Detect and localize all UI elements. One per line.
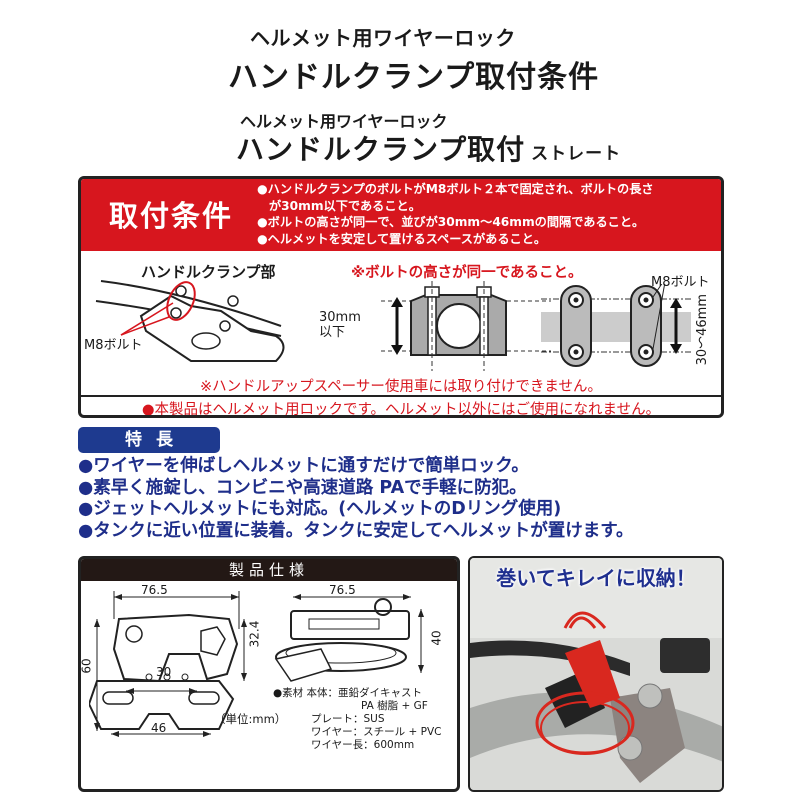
features-list: ●ワイヤーを伸ばしヘルメットに通すだけで簡単ロック。 ●素早く施錠し、コンビニや… <box>78 456 634 542</box>
photo-illustration <box>470 558 722 790</box>
subtitle-product: ヘルメット用ワイヤーロック <box>250 26 516 50</box>
conditions-header: 取付条件 ●ハンドルクランプのボルトがM8ボルト２本で固定され、ボルトの長さ が… <box>81 179 721 251</box>
title-mount-conditions: ハンドルクランプ取付条件 <box>228 60 600 95</box>
clamp-illustration <box>95 280 285 362</box>
m8-bolt-label-right: M8ボルト <box>651 275 710 290</box>
body-value-1: 亜鉛ダイキャスト <box>338 687 423 699</box>
divider <box>81 395 721 397</box>
material-spec: ●素材 本体：亜鉛ダイキャスト PA 樹脂 + GF プレート：SUS ワイヤー… <box>273 687 442 752</box>
clamp-section-label: ハンドルクランプ部 <box>141 263 276 281</box>
title-mount-straight: ハンドルクランプ取付ストレート <box>236 128 621 168</box>
title-main: ハンドルクランプ取付 <box>236 133 526 166</box>
plate-spec: プレート：SUS <box>311 713 385 725</box>
title-suffix: ストレート <box>531 144 622 164</box>
clamp-top-view <box>541 284 691 367</box>
clamp-cross-section <box>381 281 551 371</box>
conditions-panel: 取付条件 ●ハンドルクランプのボルトがM8ボルト２本で固定され、ボルトの長さ が… <box>78 176 724 418</box>
body-value-2: PA 樹脂 + GF <box>361 700 428 712</box>
condition-item: ●ハンドルクランプのボルトがM8ボルト２本で固定され、ボルトの長さ <box>257 182 654 196</box>
dim-width-side: 76.5 <box>329 583 356 597</box>
feature-item: ●ジェットヘルメットにも対応。(ヘルメットのDリング使用) <box>78 499 562 519</box>
photo-caption: 巻いてキレイに収納！ <box>496 566 696 590</box>
dim-height-total: 60 <box>79 658 94 674</box>
product-photo: 巻いてキレイに収納！ <box>468 556 724 792</box>
specs-panel: 製品仕様 76.5 60 32.4 30 46 （単位:mm） <box>78 556 460 792</box>
product-front-view <box>89 591 247 737</box>
bolt-height-note: ※ボルトの高さが同一であること。 <box>351 265 583 281</box>
dim-hole-spacing: 30 <box>156 665 172 679</box>
condition-item: ●ボルトの高さが同一で、並びが30mm～46mmの間隔であること。 <box>257 215 645 229</box>
conditions-label: 取付条件 <box>109 199 234 233</box>
wire-length-spec: ワイヤー長：600mm <box>311 739 415 751</box>
feature-item: ●ワイヤーを伸ばしヘルメットに通すだけで簡単ロック。 <box>78 456 529 476</box>
usage-warning: ●本製品はヘルメット用ロックです。ヘルメット以外にはご使用になれません。 <box>141 402 661 418</box>
conditions-list: ●ハンドルクランプのボルトがM8ボルト２本で固定され、ボルトの長さ が30mm以… <box>257 181 654 247</box>
features-badge: 特長 <box>78 427 220 453</box>
dim-side-height: 40 <box>429 630 444 646</box>
condition-item: が30mm以下であること。 <box>269 198 421 213</box>
subtitle-product-2: ヘルメット用ワイヤーロック <box>240 112 448 131</box>
body-label: 本体： <box>306 687 339 699</box>
bolt-spacing-label: 30～46mm <box>695 294 710 366</box>
wire-spec: ワイヤー：スチール + PVC <box>311 726 442 738</box>
length-qualifier: 以下 <box>319 325 346 340</box>
length-value: 30mm <box>319 310 361 325</box>
feature-item: ●素早く施錠し、コンビニや高速道路 PAで手軽に防犯。 <box>78 477 527 498</box>
spacer-warning: ※ハンドルアップスペーサー使用車には取り付けできません。 <box>200 379 602 395</box>
product-side-view <box>274 594 424 682</box>
m8-bolt-label-left: M8ボルト <box>84 338 143 353</box>
specs-header: 製品仕様 <box>81 559 457 581</box>
dim-width-front: 76.5 <box>141 583 168 597</box>
dim-base-spacing: 46 <box>151 721 167 735</box>
bolt-length-label: 30mm 以下 <box>319 310 361 340</box>
feature-item: ●タンクに近い位置に装着。タンクに安定してヘルメットが置けます。 <box>78 520 634 541</box>
condition-item: ●ヘルメットを安定して置けるスペースがあること。 <box>257 231 547 246</box>
dim-height-upper: 32.4 <box>247 620 262 648</box>
unit-label: （単位:mm） <box>214 712 287 726</box>
material-label: ●素材 <box>273 687 304 699</box>
